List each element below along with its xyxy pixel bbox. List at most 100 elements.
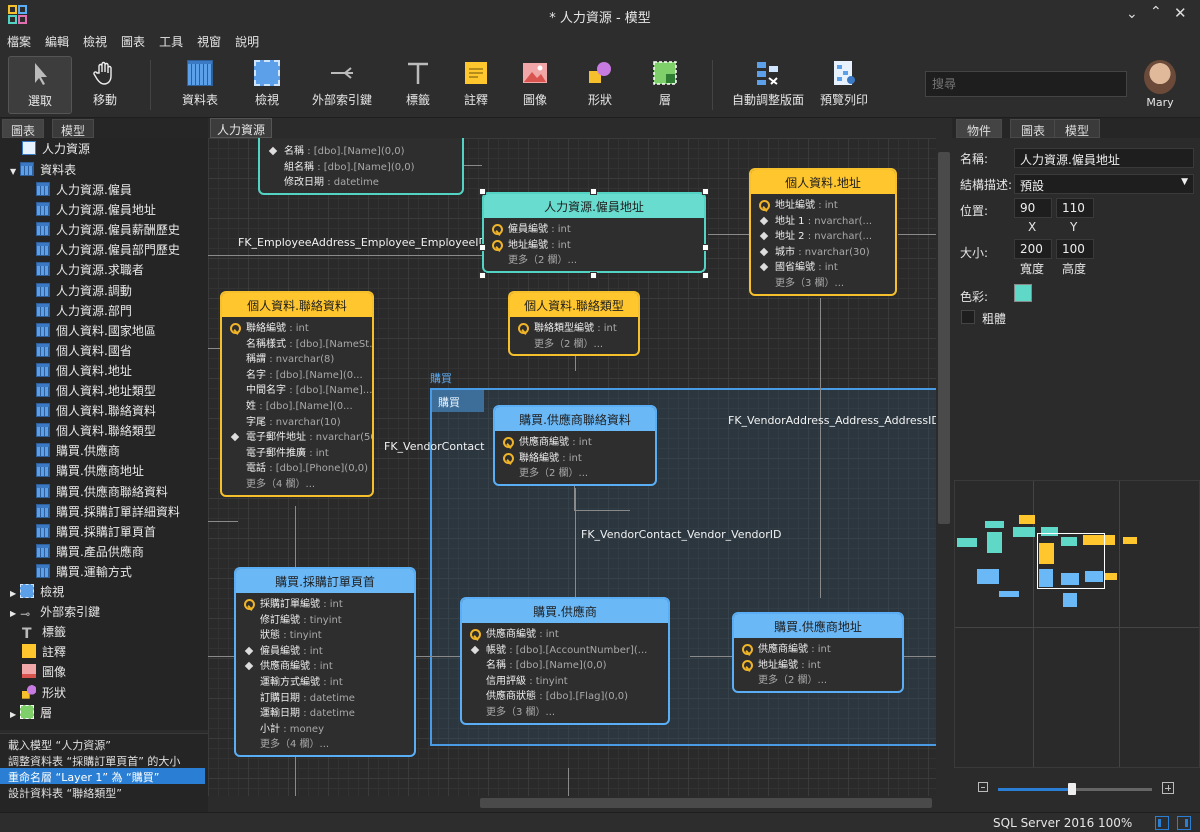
more-columns-link[interactable]: 更多（2 欄）... — [508, 255, 578, 267]
view-tool-button[interactable]: 檢視 — [238, 56, 296, 114]
tree-item-table[interactable]: 個人資料.聯絡類型 — [36, 422, 156, 442]
entity-field[interactable]: 名稱樣式 : [dbo].[NameSt... — [246, 338, 374, 350]
fk-label-vendor-contact[interactable]: FK_VendorContact — [384, 440, 485, 453]
zoom-out-icon[interactable] — [978, 782, 988, 792]
menu-window[interactable]: 視窗 — [197, 35, 222, 49]
entity-field[interactable]: 電子郵件地址 : nvarchar(50) — [230, 430, 372, 446]
tree-item-table[interactable]: 人力資源.僱員薪酬歷史 — [36, 221, 180, 241]
resize-handle[interactable] — [479, 244, 486, 251]
fk-label-vendor-address[interactable]: FK_VendorAddress_Address_AddressID — [728, 414, 936, 427]
entity-field[interactable]: 聯絡類型編號 : int — [518, 321, 632, 337]
tree-item-table[interactable]: 人力資源.調動 — [36, 282, 132, 302]
tab-model[interactable]: 模型 — [52, 119, 95, 138]
history-item[interactable]: 載入模型 “人力資源” — [8, 739, 111, 752]
resize-handle[interactable] — [479, 188, 486, 195]
minimap[interactable] — [954, 480, 1200, 768]
entity-field[interactable]: 聯絡編號 : int — [503, 451, 649, 467]
entity-field[interactable]: 供應商狀態 : [dbo].[Flag](0,0) — [486, 691, 629, 703]
entity-field[interactable]: 字尾 : nvarchar(10) — [246, 416, 341, 428]
resize-handle[interactable] — [479, 272, 486, 279]
resize-handle[interactable] — [702, 244, 709, 251]
entity-field[interactable]: 修訂編號 : tinyint — [260, 614, 342, 626]
tree-item-table[interactable]: 購買.產品供應商 — [36, 543, 144, 563]
resize-handle[interactable] — [590, 188, 597, 195]
entity-field[interactable]: 地址 1 : nvarchar(... — [759, 214, 889, 230]
entity-field[interactable]: 僱員編號 : int — [492, 222, 698, 238]
diagram-canvas[interactable]: 購買 購買 FK_EmployeeAddress_Employee_Employ… — [208, 138, 936, 796]
tree-item-table[interactable]: 購買.採購訂單詳細資料 — [36, 503, 180, 523]
minimize-icon[interactable]: ⌄ — [1126, 6, 1138, 22]
entity-field[interactable]: 供應商編號 : int — [470, 627, 662, 643]
entity-field[interactable]: 狀態 : tinyint — [260, 630, 322, 642]
avatar[interactable] — [1144, 60, 1176, 94]
more-columns-link[interactable]: 更多（2 欄）... — [758, 675, 828, 687]
entity-top[interactable]: 名稱 : [dbo].[Name](0,0)組名稱 : [dbo].[Name]… — [258, 138, 464, 195]
tree-group-item[interactable]: 圖像 — [10, 663, 66, 683]
tree-item-table[interactable]: 購買.供應商聯絡資料 — [36, 483, 168, 503]
entity-field[interactable]: 地址編號 : int — [492, 238, 698, 254]
tree-item-table[interactable]: 人力資源.僱員 — [36, 181, 132, 201]
entity-field[interactable]: 電子郵件推廣 : int — [246, 447, 329, 459]
entity-field[interactable]: 中間名字 : [dbo].[Name]... — [246, 385, 373, 397]
entity-field[interactable]: 地址編號 : int — [742, 658, 896, 674]
document-tab[interactable]: 人力資源 — [210, 118, 272, 138]
entity-field[interactable]: 帳號 : [dbo].[AccountNumber](... — [470, 643, 662, 659]
search-input[interactable] — [925, 71, 1127, 97]
tree-item-table[interactable]: 人力資源.部門 — [36, 302, 132, 322]
foreign-key-tool-button[interactable]: 外部索引鍵 — [304, 56, 380, 114]
entity-field[interactable]: 僱員編號 : int — [244, 644, 408, 660]
zoom-in-icon[interactable] — [1162, 782, 1174, 794]
entity-field[interactable]: 小計 : money — [260, 723, 325, 735]
tree-item-table[interactable]: 購買.採購訂單頁首 — [36, 523, 156, 543]
width-field[interactable]: 200 — [1014, 239, 1052, 259]
resize-handle[interactable] — [590, 272, 597, 279]
entity-field[interactable]: 電話 : [dbo].[Phone](0,0) — [246, 463, 369, 475]
layer-tab[interactable]: 購買 — [432, 390, 484, 412]
more-columns-link[interactable]: 更多（2 欄）... — [519, 468, 589, 480]
zoom-slider-handle[interactable] — [1068, 783, 1076, 795]
tree-item-table[interactable]: 購買.運輸方式 — [36, 563, 132, 583]
tree-group-tables[interactable]: ▼資料表 — [10, 162, 77, 177]
entity-field[interactable]: 城市 : nvarchar(30) — [759, 245, 889, 261]
tree-group-item[interactable]: ▶檢視 — [10, 584, 65, 599]
tree-item-table[interactable]: 購買.供應商地址 — [36, 462, 144, 482]
entity-field[interactable]: 名稱 : [dbo].[Name](0,0) — [486, 660, 607, 672]
entity-field[interactable]: 供應商編號 : int — [503, 435, 649, 451]
entity-field[interactable]: 運輸方式編號 : int — [260, 676, 343, 688]
table-tool-button[interactable]: 資料表 — [170, 56, 230, 114]
entity-field[interactable]: 供應商編號 : int — [742, 642, 896, 658]
layout-toggle-icon[interactable] — [1155, 816, 1169, 830]
label-tool-button[interactable]: 標籤 — [390, 56, 446, 114]
tree-group-item[interactable]: ▶⊸外部索引鍵 — [10, 605, 101, 622]
entity-field[interactable]: 組名稱 : [dbo].[Name](0,0) — [284, 161, 415, 173]
menu-diagram[interactable]: 圖表 — [121, 35, 146, 49]
tab-diagram-props[interactable]: 圖表 — [1010, 119, 1057, 138]
tree-item-table[interactable]: 購買.供應商 — [36, 442, 120, 462]
history-item-selected[interactable]: 重命名層 “Layer 1” 為 “購買” — [0, 768, 205, 784]
tree-item-root[interactable]: 人力資源 — [22, 140, 90, 160]
image-tool-button[interactable]: 圖像 — [510, 56, 560, 114]
tree-item-table[interactable]: 個人資料.國家地區 — [36, 322, 156, 342]
height-field[interactable]: 100 — [1056, 239, 1094, 259]
position-y-field[interactable]: 110 — [1056, 198, 1094, 218]
schema-select[interactable]: 預設▼ — [1014, 174, 1194, 194]
tree-item-table[interactable]: 人力資源.僱員部門歷史 — [36, 241, 180, 261]
tab-object[interactable]: 物件 — [956, 119, 1003, 138]
position-x-field[interactable]: 90 — [1014, 198, 1052, 218]
entity-field[interactable]: 修改日期 : datetime — [284, 177, 379, 189]
menu-help[interactable]: 說明 — [235, 35, 260, 49]
tree-group-item[interactable]: 註釋 — [10, 643, 66, 663]
layout-toggle-icon[interactable] — [1177, 816, 1191, 830]
entity-field[interactable]: 地址 2 : nvarchar(... — [759, 229, 889, 245]
resize-handle[interactable] — [702, 272, 709, 279]
more-columns-link[interactable]: 更多（3 欄）... — [486, 706, 556, 718]
tree-item-table[interactable]: 個人資料.國省 — [36, 342, 132, 362]
horizontal-scroll-thumb[interactable] — [480, 798, 932, 808]
history-item[interactable]: 設計資料表 “聯絡類型” — [8, 787, 122, 800]
more-columns-link[interactable]: 更多（2 欄）... — [534, 338, 604, 350]
